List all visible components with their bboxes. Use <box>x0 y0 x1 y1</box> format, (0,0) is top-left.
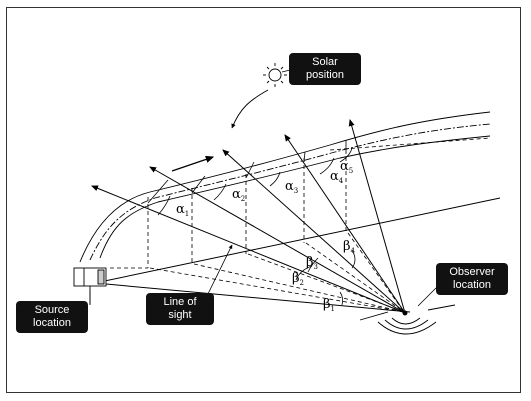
beta-labels: β1 β2 β3 β4 <box>292 239 356 313</box>
svg-text:α4: α4 <box>330 169 344 185</box>
alpha-2-symbol: α <box>232 187 241 202</box>
alpha-3-symbol: α <box>285 179 294 194</box>
sight-rays <box>91 119 406 314</box>
solar-ray-arrow <box>231 89 269 129</box>
svg-text:β1: β1 <box>323 297 335 313</box>
beta-3-symbol: β <box>306 255 314 270</box>
beta-4-symbol: β <box>343 239 351 254</box>
solar-position-line-2: position <box>306 69 344 81</box>
svg-text:α1: α1 <box>176 202 189 218</box>
line-of-sight-line-1: Line of <box>163 296 197 308</box>
alpha-3-subscript: 3 <box>294 187 298 195</box>
observer-location-callout: Observer location <box>436 263 508 295</box>
alpha-5-symbol: α <box>340 159 349 174</box>
alpha-5-subscript: 5 <box>349 167 353 175</box>
svg-text:β4: β4 <box>343 239 356 255</box>
ground-plane <box>94 197 501 313</box>
alpha-2-subscript: 2 <box>241 195 245 203</box>
svg-text:α3: α3 <box>285 179 298 195</box>
beta-3-subscript: 3 <box>314 263 318 271</box>
svg-text:α2: α2 <box>232 187 245 203</box>
alpha-labels: α1 α2 α3 α4 α5 <box>176 159 353 218</box>
alpha-4-subscript: 4 <box>339 177 344 185</box>
beta-1-symbol: β <box>323 297 331 312</box>
alpha-1-symbol: α <box>176 202 185 217</box>
svg-text:β2: β2 <box>292 271 304 287</box>
alpha-1-subscript: 1 <box>185 210 189 218</box>
plume-direction-arrow <box>171 155 215 172</box>
beta-2-subscript: 2 <box>300 279 304 287</box>
source-stack <box>73 267 107 305</box>
source-location-callout: Source location <box>16 301 88 333</box>
solar-position-line-1: Solar <box>312 56 338 68</box>
line-of-sight-pointer <box>204 244 233 301</box>
projection-lines <box>110 137 491 313</box>
source-location-line-1: Source <box>34 304 70 316</box>
line-of-sight-callout: Line of sight <box>146 293 214 325</box>
beta-arcs <box>295 249 356 306</box>
line-of-sight-line-2: sight <box>168 309 192 321</box>
beta-4-subscript: 4 <box>351 247 356 255</box>
beta-2-symbol: β <box>292 271 300 286</box>
alpha-arcs <box>157 147 353 216</box>
svg-text:β3: β3 <box>306 255 318 271</box>
solar-position-callout: Solar position <box>289 53 361 85</box>
sun-icon <box>263 63 287 87</box>
alpha-4-symbol: α <box>330 169 339 184</box>
diagram-frame <box>6 7 521 393</box>
solar-rays <box>147 140 347 204</box>
source-location-line-2: location <box>33 317 71 329</box>
plume <box>79 111 491 263</box>
observer-location-line-1: Observer <box>449 266 495 278</box>
observer-symbol <box>359 304 456 335</box>
observer-location-line-2: location <box>453 279 491 291</box>
solar-pointer <box>281 69 291 73</box>
beta-1-subscript: 1 <box>331 305 335 313</box>
svg-text:α5: α5 <box>340 159 353 175</box>
